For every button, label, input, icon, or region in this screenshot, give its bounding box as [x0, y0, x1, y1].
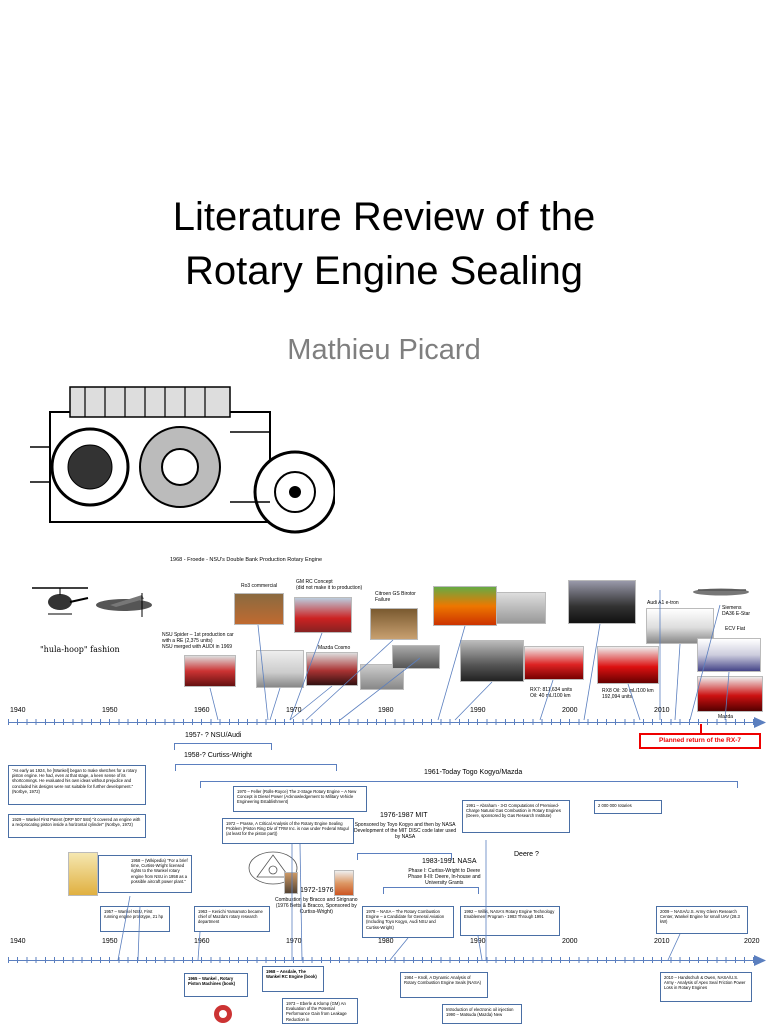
bottom-year-label: 1970 — [286, 938, 302, 945]
rx7-marker — [700, 724, 702, 733]
bottom-timeline-ticks — [8, 957, 760, 963]
photo-caption-rx8: RX8 Oil: 30 mL/100 km 192,094 units — [602, 688, 654, 700]
bottom-year-label: 1990 — [470, 938, 486, 945]
book-cover-image — [68, 852, 98, 896]
portrait-photo-1 — [284, 872, 298, 894]
title-line-1: Literature Review of the — [172, 195, 596, 239]
bottom-leader-lines — [117, 840, 681, 961]
rotor-diagram — [248, 851, 298, 885]
note-knoll-1984: 1984 – Knoll, A Dynamic Analysis of Rota… — [400, 972, 488, 998]
gm-rc-photo — [294, 597, 352, 633]
note-feller-1970: 1970 – Feller (Rolls-Royce) The 2-Stage … — [233, 786, 367, 812]
note-prasse-1972: 1972 – Prasse, A Critical Analysis of th… — [222, 818, 354, 844]
bottom-year-label: 1980 — [378, 938, 394, 945]
note-nasa-2009: 2009 – NASA/U.S. Army Glenn Research Cen… — [656, 906, 748, 934]
note-nasa-1978: 1978 – NASA – The Rotary Combustion Engi… — [362, 906, 454, 938]
era-1972-desc: Combustion by Bracco and Sirignano (1976… — [275, 897, 358, 915]
book-logo-icon — [214, 1005, 232, 1023]
rx7-red-photo — [524, 646, 584, 680]
airplane-image — [96, 593, 152, 617]
note-oil-injection: Introduction of electronic oil injection… — [442, 1004, 522, 1024]
bottom-year-label: 1940 — [10, 938, 26, 945]
era-nasa-label: 1983-1991 NASA — [422, 858, 477, 865]
era-1972-label: 1972-1976 — [300, 887, 334, 894]
note-abraham-1991: 1991 – Abraham - 3-D Computations of Pre… — [462, 800, 570, 833]
hula-hoop-caption: "hula-hoop" fashion — [40, 645, 120, 654]
rx8-tuned-photo — [568, 580, 636, 624]
era-curtiss-bracket — [175, 764, 337, 771]
bottom-year-label: 1960 — [194, 938, 210, 945]
era-mit-label: 1976-1987 MIT — [380, 812, 428, 819]
note-wankel-patent: 1929 – Wankel First Patent (DRP 507 584)… — [8, 814, 146, 838]
note-wikipedia-1958: 1958 – (Wikipedia) "For a brief time, Cu… — [98, 855, 192, 893]
mazda-concept-photo — [697, 676, 763, 712]
note-wankel-book-1965: 1965 – Wankel , Rotary Piston Machines (… — [184, 973, 248, 997]
era-curtiss-label: 1958-? Curtiss-Wright — [184, 752, 252, 759]
nsu-spider-photo — [184, 655, 236, 687]
photo-caption-gm: GM RC Concept (did not make it to produc… — [296, 579, 363, 591]
ro80-photo — [234, 593, 284, 625]
portrait-photo-2 — [334, 870, 354, 896]
bottom-year-label: 1950 — [102, 938, 118, 945]
era-mit-desc: Sponsored by Toyo Kogyo and then by NASA… — [354, 822, 457, 840]
era-nsu-bracket — [174, 743, 272, 750]
engine-caption: 1968 - Froede - NSU's Double Bank Produc… — [170, 557, 323, 563]
slide-title: Literature Review of the Rotary Engine S… — [0, 190, 768, 298]
bottom-year-label: 2000 — [562, 938, 578, 945]
top-leader-lines — [209, 590, 730, 721]
rx7-grey-photo — [460, 640, 524, 682]
note-wankel-1924: "As early as 1924, he [Wankel] began to … — [8, 765, 146, 805]
author-name: Mathieu Picard — [287, 334, 481, 366]
era-mazda-bracket — [200, 781, 738, 788]
bottom-year-label: 2020 — [744, 938, 760, 945]
top-year-label: 1970 — [286, 707, 302, 714]
note-wankel-1957: 1957 – Wankel NSU, First running engine … — [100, 906, 170, 932]
rotary-engine-drawing — [30, 386, 335, 534]
top-axis-arrow-icon — [754, 717, 766, 728]
era-nsu-label: 1957- ? NSU/Audi — [185, 732, 242, 739]
photo-caption-citroen: Citroen GS Birotor Failure — [375, 591, 416, 603]
top-year-label: 1940 — [10, 707, 26, 714]
siemens-plane-image — [693, 588, 749, 596]
photo-caption-fiat: ECV Fiat — [725, 626, 746, 632]
photo-caption-cosmo: Mazda Cosmo — [318, 645, 351, 651]
top-year-label: 2010 — [654, 707, 670, 714]
photo-caption-audi: Audi A1 e-tron — [647, 600, 679, 606]
note-2m-rotaries: 2 000 000 rotaries — [594, 800, 662, 814]
ecv-fiat-photo — [697, 638, 761, 672]
top-year-label: 1990 — [470, 707, 486, 714]
top-timeline-ticks — [8, 719, 760, 725]
note-willis-1992: 1992 – Willis, NASA's Rotary Engine Tech… — [460, 906, 560, 936]
photo-caption-nsu-spider: NSU Spider – 1st production car with a R… — [162, 632, 234, 650]
era-deere-label: Deere ? — [514, 851, 539, 858]
note-handschuh-2010: 2010 – Handschuh & Owen, NASA/U.S. Army … — [660, 972, 752, 1002]
era-nasa-desc: Phase I: Curtiss-Wright to Deere Phase I… — [408, 868, 481, 886]
title-line-2: Rotary Engine Sealing — [184, 249, 584, 293]
photo-caption-ro80: Ro3 commercial — [241, 583, 278, 589]
planned-return-rx7: Planned return of the RX-7 — [639, 733, 761, 749]
race-car-photo — [496, 592, 546, 624]
top-year-label: 1980 — [378, 707, 394, 714]
bottom-year-label: 2010 — [654, 938, 670, 945]
helicopter-image — [32, 587, 89, 615]
mazda-787b-photo — [433, 586, 497, 626]
car-photo-4 — [392, 645, 440, 669]
era-mazda-label: 1961-Today Togo Kogyo/Mazda — [424, 769, 523, 776]
rx8-red-photo — [597, 646, 659, 684]
note-eberle-1973: 1973 – Eberle & Klomp (GM) An Evaluation… — [282, 998, 358, 1024]
era-nasa-bracket — [383, 887, 479, 894]
photo-caption-siemens: Siemens DA36 E-Star — [722, 605, 751, 617]
top-year-label: 1950 — [102, 707, 118, 714]
note-ansdale-1968: 1968 – Ansdale, The Wankel RC Engine (bo… — [262, 966, 324, 992]
era-mit-bracket — [357, 853, 452, 860]
photo-caption-rx7: RX7: 811,634 units Oil: 40 mL/100 km — [530, 687, 573, 699]
note-yamamoto-1963: 1963 – Kenichi Yamamoto became chief of … — [194, 906, 270, 932]
bottom-axis-arrow-icon — [754, 955, 766, 966]
top-year-label: 1960 — [194, 707, 210, 714]
top-year-label: 2000 — [562, 707, 578, 714]
citroen-photo — [370, 608, 418, 640]
